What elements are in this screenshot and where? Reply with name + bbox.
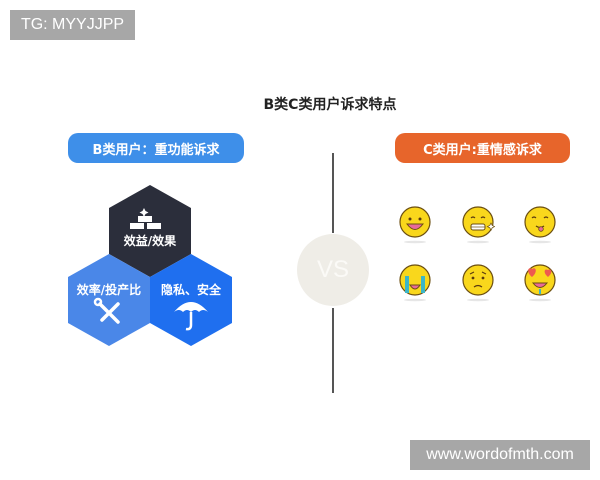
hexagon-privacy-security <box>150 254 232 346</box>
worried-face-icon <box>462 264 494 302</box>
watermark-top-left: TG: MYYJJPP <box>10 10 135 40</box>
divider-line-bottom <box>332 308 334 393</box>
umbrella-icon <box>174 302 208 331</box>
c-user-pill: C类用户:重情感诉求 <box>395 133 570 163</box>
diagram-title: B类C类用户诉求特点 <box>263 97 397 113</box>
hexagon-label-privacy: 隐私、安全 <box>160 283 221 297</box>
hexagon-efficiency-roi <box>68 254 150 346</box>
crying-face-icon <box>399 264 431 302</box>
b-user-pill: B类用户：重功能诉求 <box>68 133 244 163</box>
divider-line-top <box>332 153 334 233</box>
hexagon-label-roi: 效率/投产比 <box>76 283 142 297</box>
hexagon-label-results: 效益/效果 <box>123 234 177 248</box>
vs-circle: VS <box>297 234 369 306</box>
heart-eyes-face-icon <box>524 264 556 302</box>
b-hexagon-cluster: 效益/效果 效率/投产比 隐私、安全 <box>60 180 260 350</box>
gold-bars-icon <box>130 208 161 229</box>
grinning-teeth-sparkle-face-icon <box>462 206 495 244</box>
hexagon-efficiency-results <box>109 185 191 277</box>
laughing-face-icon <box>399 206 431 244</box>
tongue-out-face-icon <box>524 206 556 244</box>
tools-icon <box>93 297 120 324</box>
watermark-bottom-right: www.wordofmth.com <box>410 440 590 470</box>
